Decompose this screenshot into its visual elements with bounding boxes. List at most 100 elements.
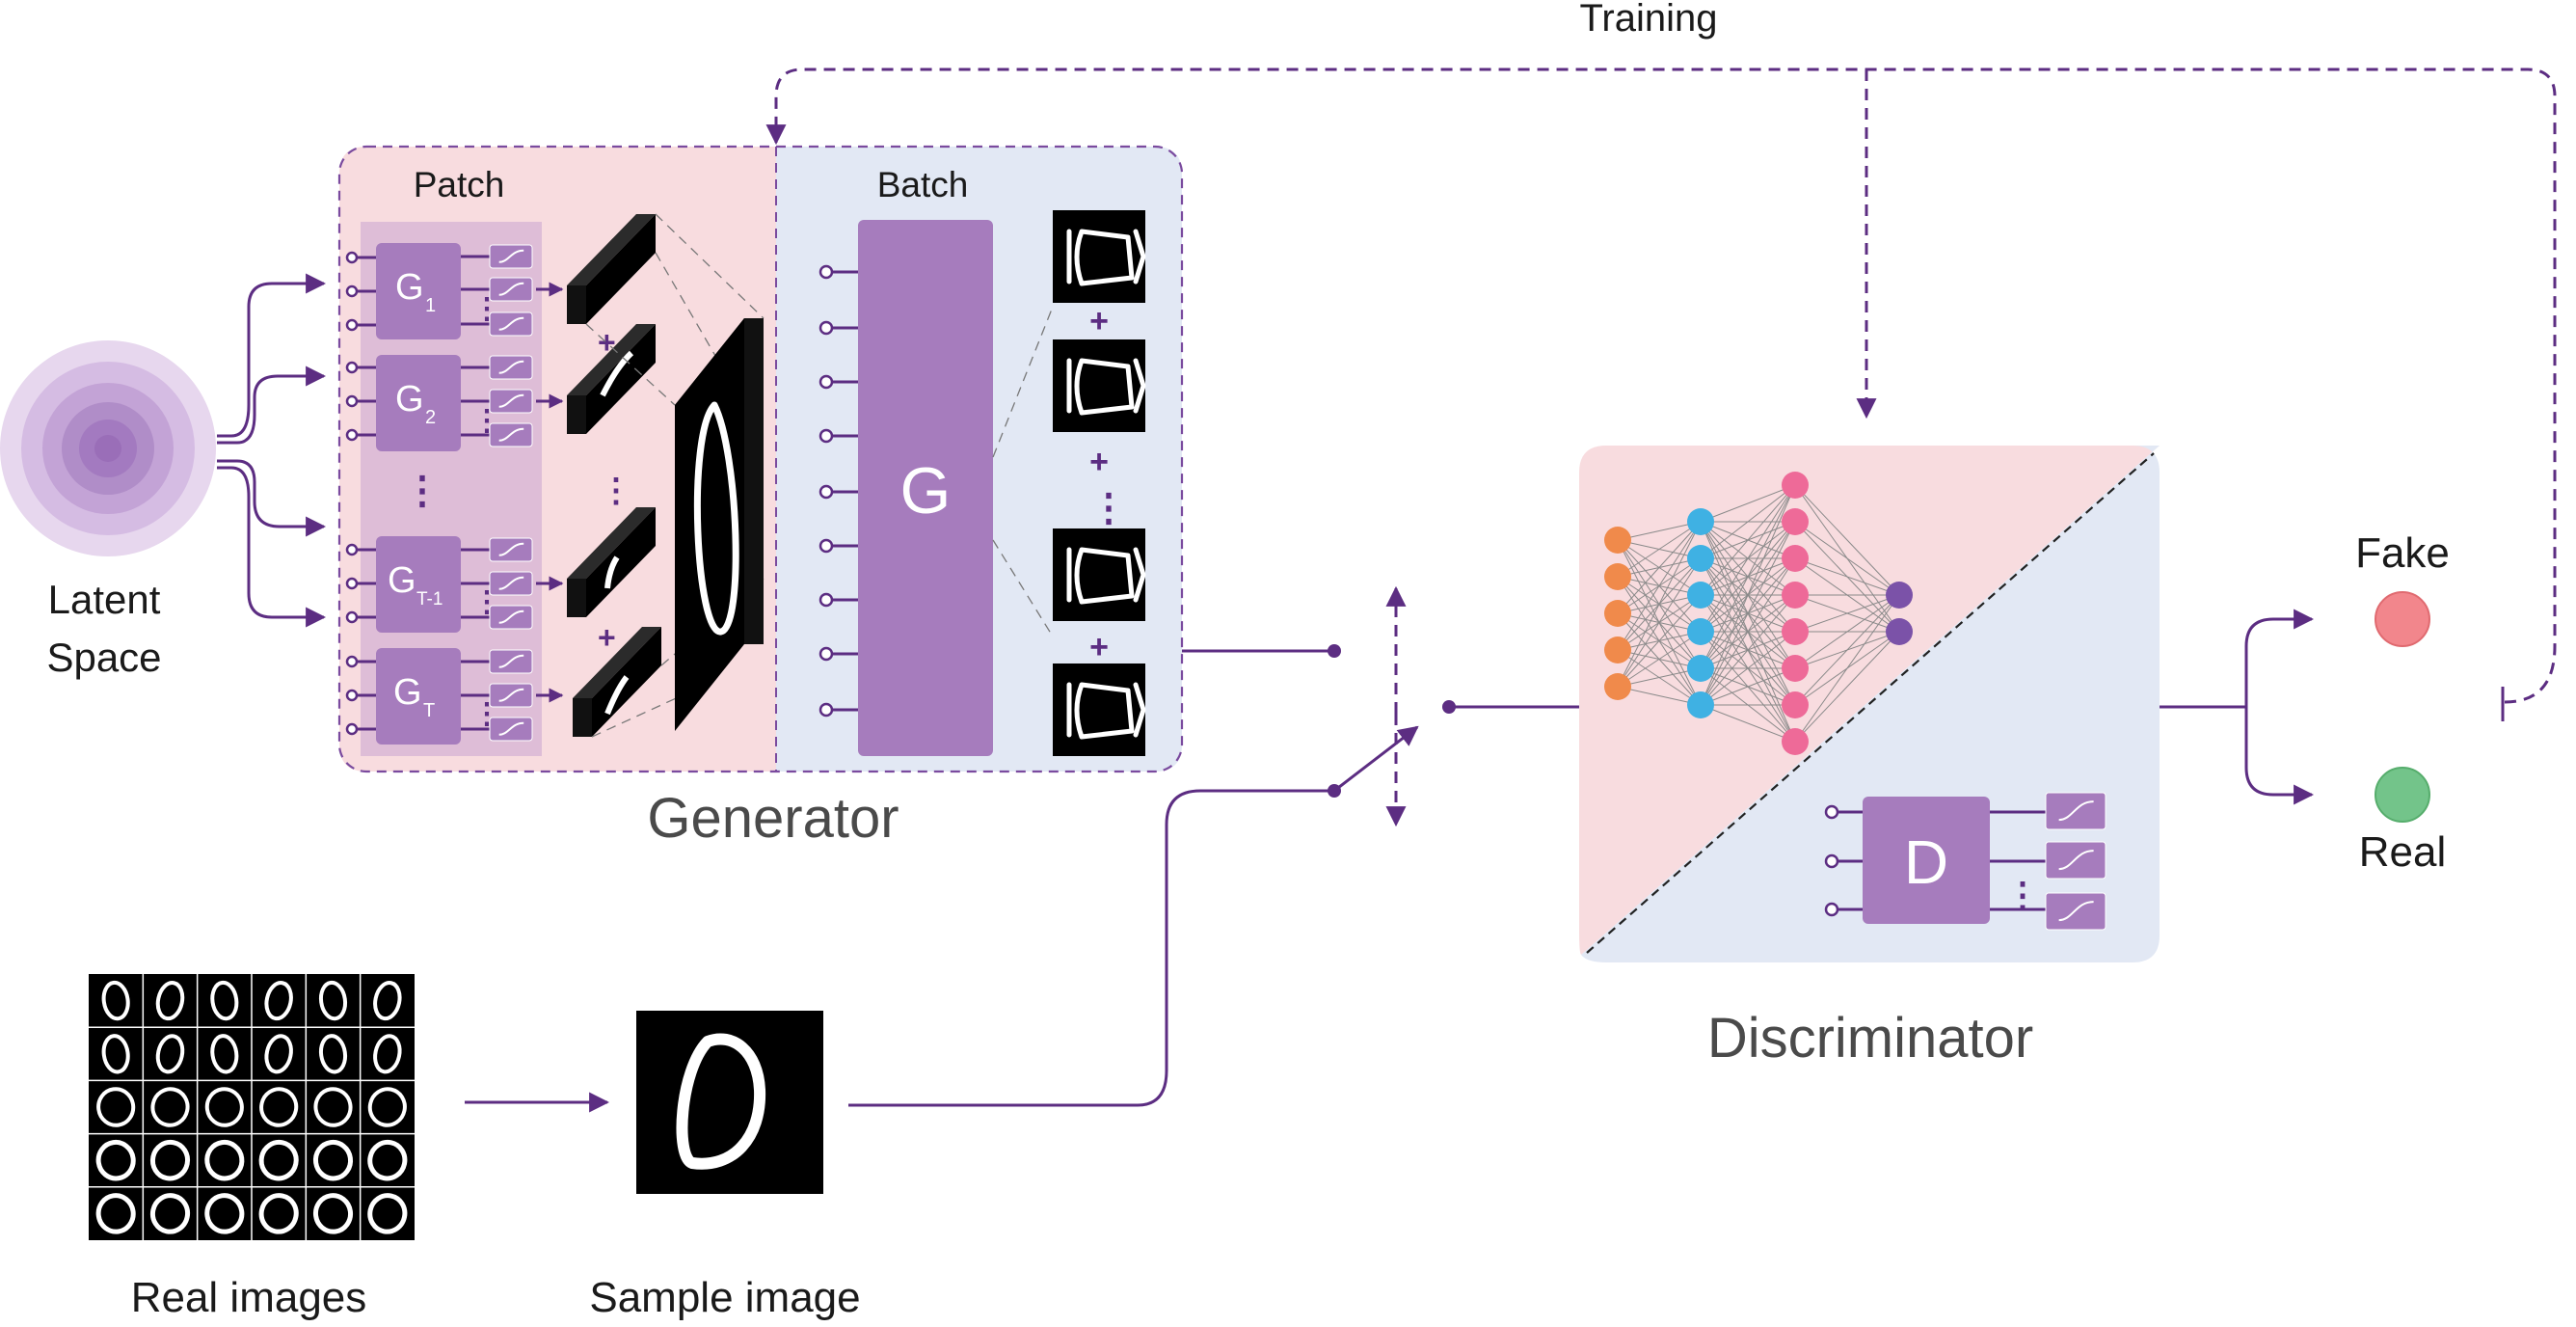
real-image-digit (318, 1034, 348, 1074)
patch-generator-gt: G T ⋮ (345, 648, 564, 745)
fake-label: Fake (2355, 529, 2450, 577)
batch-plus-1: + (1089, 303, 1109, 339)
nn-node (1782, 508, 1809, 535)
nn-node (1687, 691, 1714, 718)
nn-node (1604, 527, 1631, 554)
batch-plus-2: + (1089, 444, 1109, 480)
g2-base: G (395, 379, 424, 420)
nn-edge (1700, 631, 1796, 706)
nn-node (1886, 582, 1913, 609)
input-switch (848, 585, 1581, 1107)
nn-edge (1700, 484, 1796, 596)
patch-generator-gt-1: G T-1 ⋮ (345, 536, 564, 633)
discriminator-block: ⋮ (1824, 792, 2106, 931)
activation-icon (498, 427, 524, 442)
gt-1-base: G (388, 560, 416, 601)
real-image-digit (318, 980, 348, 1021)
nn-edge (1700, 667, 1796, 706)
activation-icon (498, 360, 524, 374)
real-image-digit (264, 981, 293, 1021)
real-image-digit (367, 1193, 408, 1234)
nn-edge (1794, 557, 1900, 596)
activation-icon (498, 316, 524, 331)
patch-plus-2: + (598, 620, 616, 655)
real-image-digit (258, 1193, 299, 1234)
discriminator-block-label: D (1904, 827, 1948, 897)
nn-edge (1700, 704, 1796, 743)
real-image-digit (204, 1139, 245, 1181)
nn-edge (1617, 521, 1702, 614)
nn-edge (1794, 594, 1900, 633)
patch-strips-ellipsis: ⋮ (600, 473, 632, 509)
batch-generator-label: G (900, 454, 952, 528)
nn-edge (1617, 521, 1702, 651)
latent-space-icon (0, 340, 216, 556)
nn-node (1782, 472, 1809, 499)
latent-space-label-line2: Space (46, 635, 161, 680)
real-image-digit (149, 1193, 191, 1234)
activation-icon (498, 688, 524, 702)
svg-text:⋮: ⋮ (2005, 875, 2040, 914)
nn-edge (1617, 557, 1702, 688)
activation-icon (498, 609, 524, 624)
real-image-digit (259, 1087, 299, 1127)
real-image-digit (312, 1139, 354, 1181)
nn-node (1604, 673, 1631, 700)
gt-base: G (393, 672, 422, 713)
real-image-digit (312, 1193, 354, 1234)
output-branch (2160, 609, 2315, 805)
real-image-digit (373, 1034, 402, 1074)
nn-edge (1794, 484, 1900, 596)
nn-edge (1794, 594, 1900, 743)
training-label: Training (1579, 0, 1717, 40)
nn-node (1782, 618, 1809, 645)
real-label: Real (2359, 828, 2447, 876)
nn-edge (1700, 484, 1796, 706)
nn-node (1604, 563, 1631, 590)
patch-generator-g1: G 1 ⋮ (345, 243, 564, 339)
g2-sub: 2 (425, 407, 436, 428)
activation-icon (498, 654, 524, 668)
nn-node (1782, 582, 1809, 609)
real-image-digit (367, 1087, 407, 1127)
g1-sub: 1 (425, 295, 436, 316)
real-image-digit (258, 1139, 299, 1181)
nn-node (1886, 618, 1913, 645)
patch-label: Patch (414, 165, 505, 204)
real-image-digit (264, 1034, 293, 1074)
nn-node (1687, 582, 1714, 609)
nn-edge (1617, 594, 1702, 688)
nn-edge (1700, 557, 1796, 706)
nn-node (1782, 545, 1809, 572)
real-image-digit (95, 1193, 136, 1234)
svg-text:⋮: ⋮ (472, 586, 501, 618)
patch-strips (567, 214, 661, 737)
activation-icon (2058, 901, 2094, 922)
activation-icon (498, 721, 524, 736)
gt-sub: T (423, 700, 435, 721)
real-image-digit (373, 981, 402, 1021)
nn-node (1687, 618, 1714, 645)
real-indicator (2375, 767, 2430, 823)
real-image-digit (101, 1034, 130, 1074)
nn-edge (1700, 484, 1796, 523)
patch-generators-ellipsis: ⋮ (403, 470, 442, 512)
nn-edge (1617, 521, 1702, 541)
nn-edge (1794, 521, 1900, 596)
nn-edge (1617, 521, 1702, 578)
nn-node (1782, 691, 1809, 718)
real-images-label: Real images (131, 1274, 367, 1321)
batch-tiles-ellipsis: ⋮ (1089, 487, 1128, 529)
training-feedback-loop (765, 68, 2557, 704)
real-image-digit (313, 1087, 353, 1127)
nn-edge (1794, 631, 1900, 743)
nn-edge (1794, 594, 1900, 706)
nn-edge (1617, 631, 1702, 688)
sample-image (636, 1011, 823, 1194)
nn-edge (1794, 594, 1900, 669)
nn-node (1687, 545, 1714, 572)
nn-node (1604, 600, 1631, 627)
discriminator-label: Discriminator (1707, 1007, 2033, 1070)
activation-icon (498, 393, 524, 408)
